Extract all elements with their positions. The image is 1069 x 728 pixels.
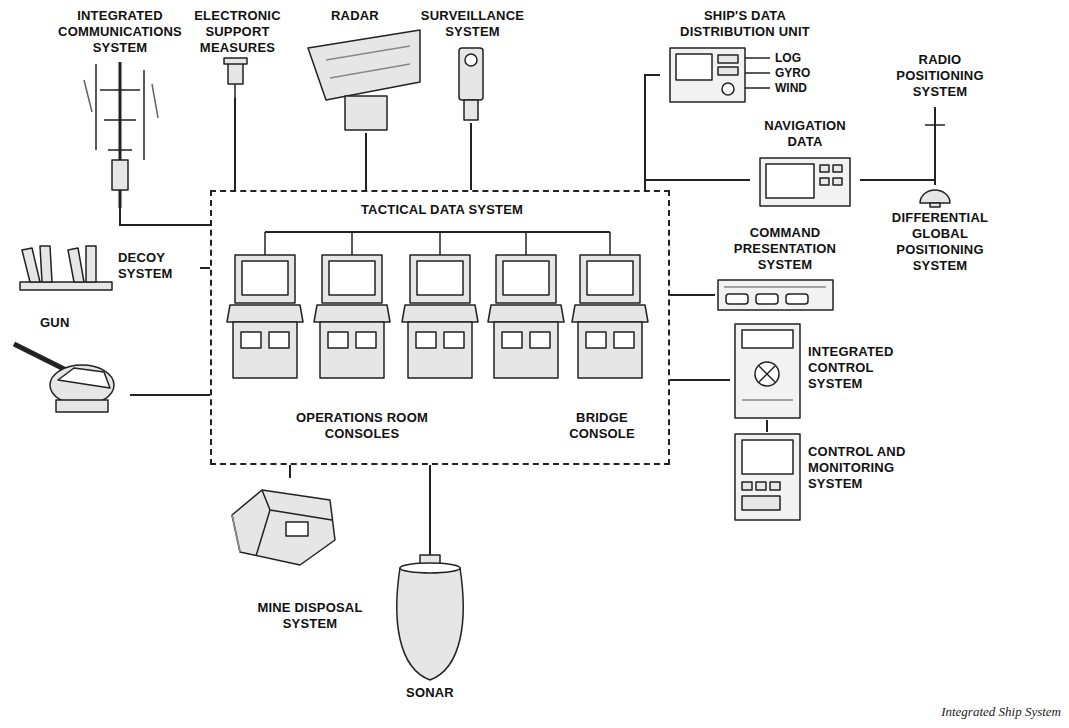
signal-label: GYRO [775,66,810,80]
gun-mount [14,344,114,412]
equipment-label: MINE DISPOSAL SYSTEM [240,600,380,632]
equipment-node: ELECTRONIC SUPPORT MEASURES [180,8,295,98]
equipment-node: GUN [5,315,130,415]
equipment-label: SONAR [375,685,485,701]
monitoring-cabinet [735,434,800,520]
sonar-dome [397,555,463,680]
equipment-node: NAVIGATION DATA [750,118,860,215]
equipment-node: INTEGRATED CONTROL SYSTEM [730,320,920,420]
equipment-node: INTEGRATED COMMUNICATIONS SYSTEM [20,8,220,208]
equipment-label: CONTROL AND MONITORING SYSTEM [808,444,918,492]
surveillance-camera [459,48,483,120]
connector-line [470,123,472,190]
connector-line [766,420,768,432]
command-display [718,280,833,310]
connector-line [645,180,750,190]
group-label: BRIDGE CONSOLE [550,410,654,442]
equipment-label: COMMAND PRESENTATION SYSTEM [715,225,855,273]
connector-line [120,208,210,225]
equipment-label: DIFFERENTIAL GLOBAL POSITIONING SYSTEM [880,210,1000,274]
console-unit [314,255,390,378]
equipment-node: DECOY SYSTEM [10,238,200,293]
signal-label: WIND [775,81,807,95]
connector-line [645,75,660,190]
navigation-display [760,158,850,206]
equipment-label: INTEGRATED COMMUNICATIONS SYSTEM [45,8,195,56]
connector-line [234,98,236,190]
connector-line [429,465,431,555]
signal-label: LOG [775,51,801,65]
equipment-label: INTEGRATED CONTROL SYSTEM [808,344,918,392]
equipment-node: SURVEILLANCE SYSTEM [415,8,530,123]
equipment-label: RADIO POSITIONING SYSTEM [882,52,998,100]
connector-line [860,180,935,185]
equipment-node: MINE DISPOSAL SYSTEM [220,478,400,643]
equipment-label: RADAR [295,8,415,24]
equipment-label: SURVEILLANCE SYSTEM [415,8,530,40]
connector-line [200,267,210,269]
connector-line [934,107,936,185]
equipment-label: ELECTRONIC SUPPORT MEASURES [180,8,295,56]
equipment-node: SONAR [375,555,485,705]
radar-antenna [308,30,420,130]
equipment-node: COMMAND PRESENTATION SYSTEM [715,225,855,315]
equipment-node: RADAR [295,8,415,133]
equipment-label: SHIP'S DATA DISTRIBUTION UNIT [660,8,830,40]
equipment-node: CONTROL AND MONITORING SYSTEM [730,432,920,522]
connector-line [130,394,210,396]
console-bus [265,232,610,255]
console-unit [488,255,564,378]
data-distribution-unit [670,48,770,102]
control-cabinet [735,324,800,418]
esm-sensor [224,58,247,98]
connector-line [289,465,291,478]
equipment-label: GUN [40,315,90,331]
equipment-label: NAVIGATION DATA [750,118,860,150]
equipment-node: RADIO POSITIONING SYSTEM [870,52,1010,107]
connector-line [670,294,715,296]
equipment-node: DIFFERENTIAL GLOBAL POSITIONING SYSTEM [875,185,1005,277]
console-unit [402,255,478,378]
system-label: TACTICAL DATA SYSTEM [312,202,572,218]
equipment-label: DECOY SYSTEM [118,250,198,282]
system-boundary: TACTICAL DATA SYSTEM OPERATIONS ROOM CONS… [210,190,670,465]
console-unit [572,255,648,378]
consoles [227,255,648,378]
connector-line [670,379,730,381]
connector-line [365,133,367,190]
antenna-mast [84,62,158,208]
group-label: OPERATIONS ROOM CONSOLES [282,410,442,442]
decoy-launcher [20,246,112,290]
console-unit [227,255,303,378]
mine-disposal-vehicle [232,490,335,565]
figure-caption: Integrated Ship System [941,704,1061,720]
